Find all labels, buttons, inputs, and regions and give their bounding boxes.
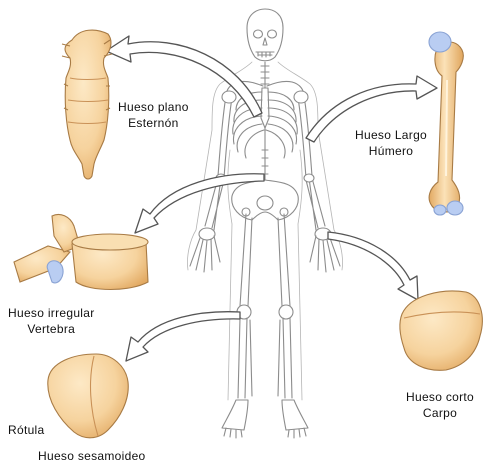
left-femur: [240, 214, 252, 306]
irregular-bone-name: Vertebra: [8, 321, 95, 337]
short-bone-label: Hueso corto Carpo: [406, 389, 474, 421]
flat-bone-type: Hueso plano: [118, 99, 189, 115]
patella-illustration: [48, 354, 128, 438]
irregular-bone-label: Hueso irregular Vertebra: [8, 305, 95, 337]
carpal-illustration: [400, 291, 482, 370]
left-humerus: [218, 96, 232, 178]
right-foot: [282, 400, 308, 438]
sesamoid-type-label: Hueso sesamoideo: [38, 448, 146, 464]
sternum-illustration: [62, 30, 112, 179]
flat-bone-name: Esternón: [118, 115, 189, 131]
vertebra-illustration: [14, 214, 148, 289]
flat-bone-label: Hueso plano Esternón: [118, 99, 189, 131]
left-foot: [222, 400, 248, 438]
right-femur: [278, 214, 290, 306]
arrow-to-patella: [126, 312, 240, 361]
right-forearm: [306, 178, 325, 230]
right-lower-leg: [278, 318, 292, 398]
short-bone-name: Carpo: [406, 405, 474, 421]
long-bone-name: Húmero: [355, 143, 427, 159]
short-bone-type: Hueso corto: [406, 389, 474, 405]
irregular-bone-type: Hueso irregular: [8, 305, 95, 321]
arrow-to-carpal: [328, 232, 418, 300]
skull: [247, 9, 283, 61]
left-lower-leg: [238, 318, 252, 398]
human-skeleton: [187, 9, 342, 438]
long-bone-label: Hueso Largo Húmero: [355, 127, 427, 159]
pelvis: [232, 180, 299, 220]
patella-name-label: Rótula: [8, 422, 45, 438]
humerus-illustration: [429, 32, 463, 215]
long-bone-type: Hueso Largo: [355, 127, 427, 143]
left-hand: [190, 228, 220, 272]
